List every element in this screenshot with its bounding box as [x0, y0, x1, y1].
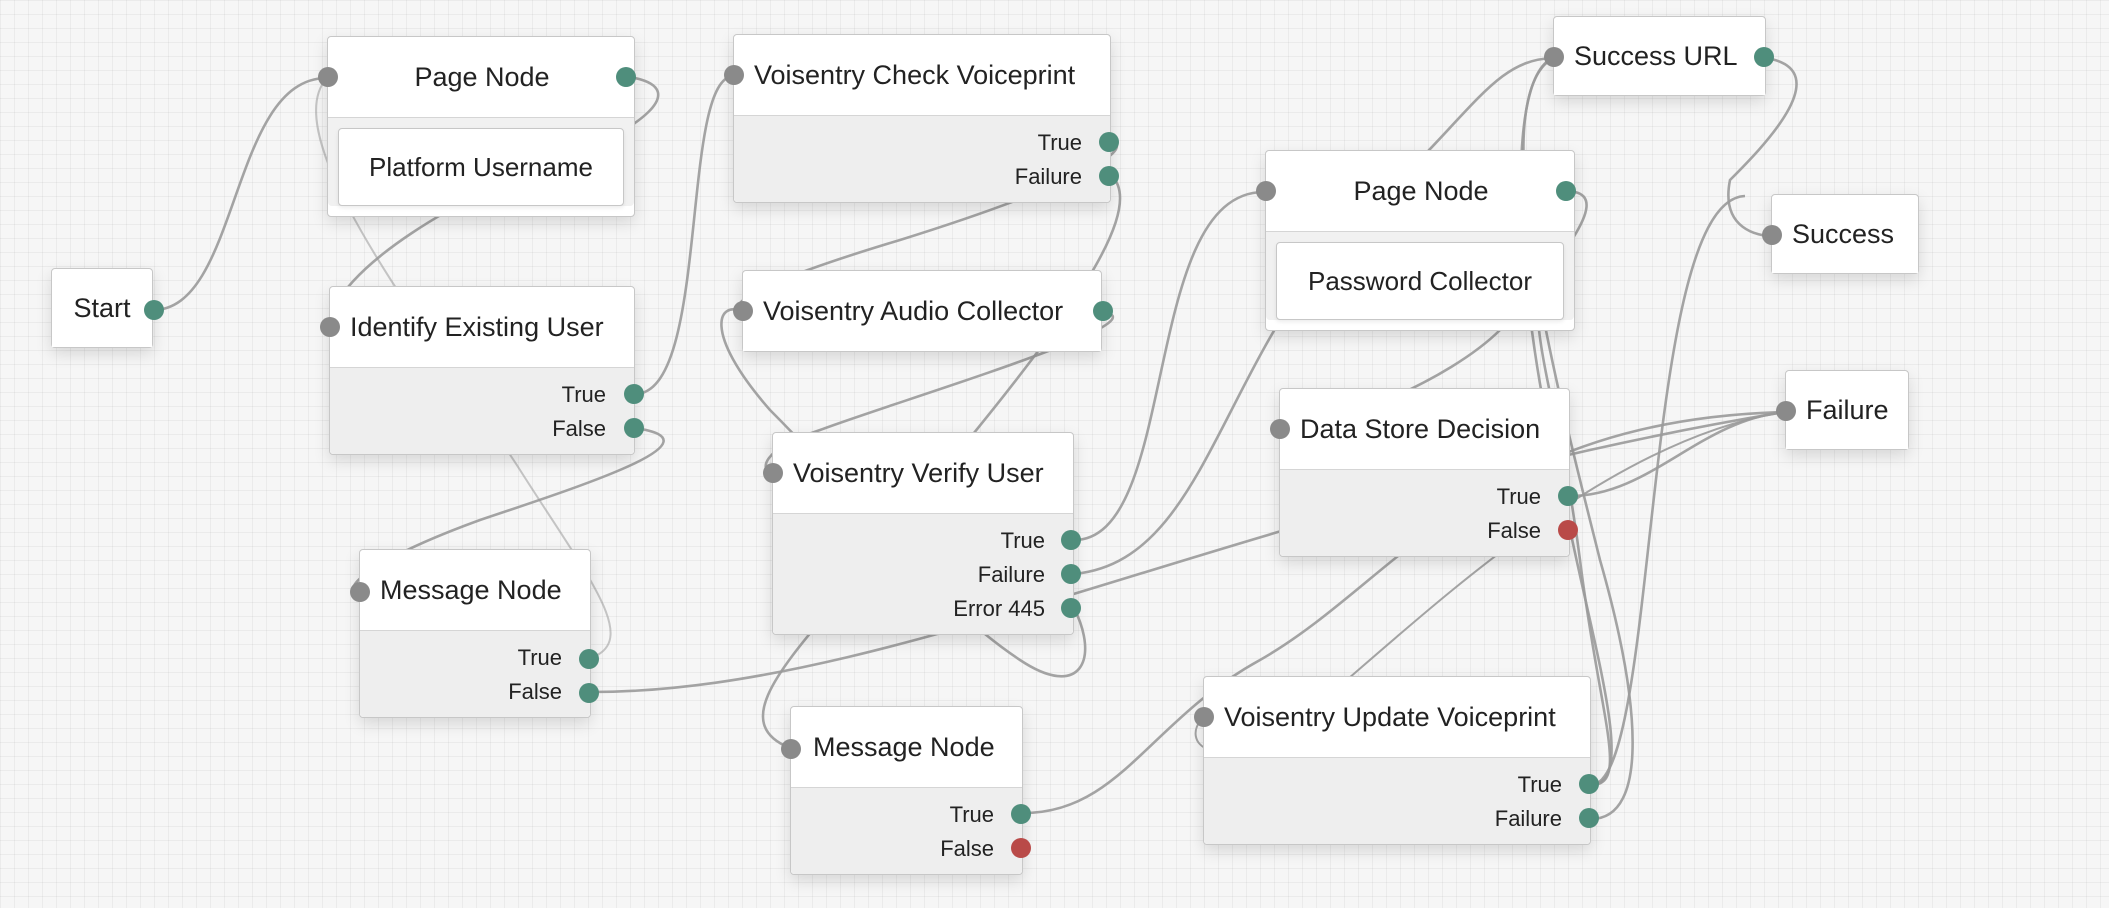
message-node-2[interactable]: Message Node True False — [781, 706, 1031, 875]
update-failure-port[interactable] — [1579, 808, 1599, 828]
node-title: Voisentry Audio Collector — [743, 271, 1101, 351]
node-outcomes: True Failure — [1204, 757, 1590, 844]
success-url-output-port[interactable] — [1754, 47, 1774, 67]
node-title: Voisentry Check Voiceprint — [734, 35, 1110, 115]
outcome-false: False — [552, 416, 606, 441]
node-title: Page Node — [1266, 151, 1574, 231]
connection-wire[interactable] — [152, 76, 328, 312]
outcome-true: True — [1000, 528, 1045, 553]
outcome-failure: Failure — [1494, 806, 1562, 831]
outcome-false: False — [940, 836, 994, 861]
page-node-2-input-port[interactable] — [1256, 181, 1276, 201]
connection-wire[interactable] — [634, 74, 734, 396]
platform-username-node[interactable]: Platform Username — [338, 128, 624, 206]
verify-true-port[interactable] — [1061, 530, 1081, 550]
check-input-port[interactable] — [724, 65, 744, 85]
node-title: Success URL — [1554, 17, 1765, 95]
node-title: Data Store Decision — [1280, 389, 1569, 469]
connection-wire[interactable] — [590, 410, 1786, 694]
identify-true-port[interactable] — [624, 384, 644, 404]
outcome-false: False — [1487, 518, 1541, 543]
node-title: Identify Existing User — [330, 287, 634, 367]
update-true-port[interactable] — [1579, 774, 1599, 794]
node-title: Failure — [1786, 371, 1908, 449]
outcome-failure: Failure — [1014, 164, 1082, 189]
connection-wire[interactable] — [1590, 194, 1746, 787]
outcome-true: True — [517, 645, 562, 670]
audio-input-port[interactable] — [733, 301, 753, 321]
outcome-error: Error 445 — [953, 596, 1045, 621]
update-voiceprint-node[interactable]: Voisentry Update Voiceprint True Failure — [1194, 676, 1599, 845]
check-true-port[interactable] — [1099, 132, 1119, 152]
message-node-1[interactable]: Message Node True False — [350, 549, 599, 718]
outcome-failure: Failure — [977, 562, 1045, 587]
outcome-false: False — [508, 679, 562, 704]
node-outcomes: True Failure Error 445 — [773, 513, 1073, 634]
node-title: Page Node — [328, 37, 634, 117]
verify-error-port[interactable] — [1061, 598, 1081, 618]
connection-wire[interactable] — [1022, 410, 1786, 815]
verify-user-node[interactable]: Voisentry Verify User True Failure Error… — [763, 432, 1081, 635]
message-2-input-port[interactable] — [781, 739, 801, 759]
verify-input-port[interactable] — [763, 463, 783, 483]
message-2-true-port[interactable] — [1011, 804, 1031, 824]
datastore-true-port[interactable] — [1558, 486, 1578, 506]
node-outcomes: True Failure — [734, 115, 1110, 202]
page-node-2-output-port[interactable] — [1556, 181, 1576, 201]
page-node-output-port[interactable] — [616, 67, 636, 87]
outcome-true: True — [561, 382, 606, 407]
identify-input-port[interactable] — [320, 317, 340, 337]
success-url-node[interactable]: Success URL — [1544, 16, 1774, 96]
message-1-false-port[interactable] — [579, 683, 599, 703]
node-title: Message Node — [791, 707, 1022, 787]
datastore-input-port[interactable] — [1270, 419, 1290, 439]
success-input-port[interactable] — [1762, 225, 1782, 245]
success-url-input-port[interactable] — [1544, 47, 1564, 67]
node-outcomes: True False — [360, 630, 590, 717]
page-node-body: Password Collector — [1266, 231, 1574, 320]
node-title: Start — [52, 269, 152, 347]
outcome-true: True — [1037, 130, 1082, 155]
connection-wire[interactable] — [1727, 56, 1798, 238]
page-node-username[interactable]: Page Node Platform Username — [318, 36, 636, 217]
message-1-true-port[interactable] — [579, 649, 599, 669]
node-title: Voisentry Update Voiceprint — [1204, 677, 1590, 757]
start-node[interactable]: Start — [51, 268, 164, 348]
password-collector-node[interactable]: Password Collector — [1276, 242, 1564, 320]
data-store-decision-node[interactable]: Data Store Decision True False — [1270, 388, 1578, 557]
outcome-true: True — [1517, 772, 1562, 797]
node-outcomes: True False — [330, 367, 634, 454]
success-node[interactable]: Success — [1762, 194, 1919, 274]
failure-input-port[interactable] — [1776, 401, 1796, 421]
node-title: Message Node — [360, 550, 590, 630]
failure-node[interactable]: Failure — [1776, 370, 1909, 450]
message-2-false-port[interactable] — [1011, 838, 1031, 858]
connection-wire[interactable] — [1522, 56, 1634, 821]
outcome-true: True — [1496, 484, 1541, 509]
identify-false-port[interactable] — [624, 418, 644, 438]
node-title: Voisentry Verify User — [773, 433, 1073, 513]
page-node-password[interactable]: Page Node Password Collector — [1256, 150, 1576, 331]
outcome-true: True — [949, 802, 994, 827]
verify-failure-port[interactable] — [1061, 564, 1081, 584]
check-failure-port[interactable] — [1099, 166, 1119, 186]
node-title: Success — [1772, 195, 1918, 273]
message-1-input-port[interactable] — [350, 582, 370, 602]
connection-wire[interactable] — [1073, 190, 1266, 542]
check-voiceprint-node[interactable]: Voisentry Check Voiceprint True Failure — [724, 34, 1119, 203]
identify-existing-user-node[interactable]: Identify Existing User True False — [320, 286, 644, 455]
update-input-port[interactable] — [1194, 707, 1214, 727]
page-node-body: Platform Username — [328, 117, 634, 206]
node-outcomes: True False — [1280, 469, 1569, 556]
audio-collector-node[interactable]: Voisentry Audio Collector — [733, 270, 1113, 352]
node-outcomes: True False — [791, 787, 1022, 874]
page-node-input-port[interactable] — [318, 67, 338, 87]
datastore-false-port[interactable] — [1558, 520, 1578, 540]
audio-output-port[interactable] — [1093, 301, 1113, 321]
start-output-port[interactable] — [144, 300, 164, 320]
